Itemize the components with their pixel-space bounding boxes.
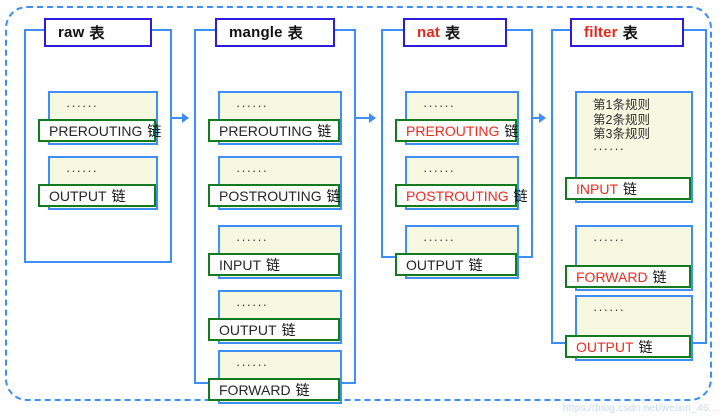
table-name-raw: raw bbox=[58, 24, 85, 41]
chain-name-suffix: 链 bbox=[326, 187, 341, 204]
chain-name-suffix: 链 bbox=[266, 256, 280, 273]
chain-name-suffix: 链 bbox=[468, 256, 483, 273]
ellipsis-dots: ······ bbox=[236, 98, 268, 113]
chain-name-suffix: 链 bbox=[513, 187, 528, 204]
chain-name-text: OUTPUT bbox=[49, 187, 107, 204]
chain-name-suffix: 链 bbox=[623, 180, 637, 197]
table-name-suffix-mangle: 表 bbox=[287, 25, 303, 42]
chain-name-suffix: 链 bbox=[295, 381, 310, 398]
connector-arrow-mangle-to-nat bbox=[356, 113, 376, 123]
connector-arrow-raw-to-mangle bbox=[172, 113, 189, 123]
chain-name-text: POSTROUTING bbox=[219, 187, 322, 204]
chain-name-text: INPUT bbox=[219, 256, 261, 273]
ellipsis-dots: ······ bbox=[66, 163, 98, 178]
chain-label-input: INPUT 链 bbox=[565, 177, 691, 200]
table-name-suffix-filter: 表 bbox=[622, 25, 638, 42]
chain-name-text: PREROUTING bbox=[219, 122, 313, 139]
chain-name-text: OUTPUT bbox=[406, 256, 464, 273]
chain-name-suffix: 链 bbox=[111, 187, 126, 204]
chain-name-text: FORWARD bbox=[576, 268, 648, 285]
table-name-mangle: mangle bbox=[229, 24, 283, 41]
ellipsis-dots: ······ bbox=[423, 163, 455, 178]
table-box-raw bbox=[24, 29, 172, 263]
chain-group-mangle-input: ······ INPUT 链 bbox=[208, 225, 342, 279]
ellipsis-dots: ······ bbox=[423, 98, 455, 113]
rule-line: 第1条规则 bbox=[593, 98, 650, 112]
outer-dashed-frame bbox=[5, 6, 712, 401]
table-name-suffix-raw: 表 bbox=[89, 25, 105, 42]
ellipsis-dots: ······ bbox=[423, 232, 455, 247]
rule-line: 第2条规则 bbox=[593, 112, 650, 127]
ellipsis-dots: ······ bbox=[593, 232, 625, 247]
table-name-filter: filter bbox=[584, 24, 618, 41]
watermark-text: https://blog.csdn.net/weixin_46... bbox=[562, 403, 718, 414]
chain-name-suffix: 链 bbox=[638, 338, 653, 355]
connector-arrow-nat-to-filter bbox=[533, 113, 546, 123]
chain-name-text: OUTPUT bbox=[219, 321, 277, 338]
chain-name-suffix: 链 bbox=[317, 122, 332, 139]
table-name-suffix-nat: 表 bbox=[445, 25, 461, 42]
chain-name-text: PREROUTING bbox=[406, 122, 500, 139]
chain-group-filter-input: 第1条规则第2条规则第3条规则······ INPUT 链 bbox=[565, 91, 693, 203]
ellipsis-dots: ······ bbox=[593, 302, 625, 317]
chain-name-text: FORWARD bbox=[219, 381, 291, 398]
ellipsis-dots: ······ bbox=[593, 140, 625, 156]
ellipsis-dots: ······ bbox=[66, 98, 98, 113]
ellipsis-dots: ······ bbox=[236, 357, 268, 372]
rule-line: 第3条规则 bbox=[593, 127, 650, 141]
chain-name-suffix: 链 bbox=[281, 321, 296, 338]
chain-name-suffix: 链 bbox=[147, 122, 162, 139]
rule-list: 第1条规则第2条规则第3条规则 bbox=[593, 98, 650, 142]
chain-name-suffix: 链 bbox=[504, 122, 519, 139]
chain-name-suffix: 链 bbox=[652, 268, 667, 285]
chain-label-input: INPUT 链 bbox=[208, 253, 340, 276]
ellipsis-dots: ······ bbox=[236, 163, 268, 178]
ellipsis-dots: ······ bbox=[236, 232, 268, 247]
chain-name-text: OUTPUT bbox=[576, 338, 634, 355]
chain-name-text: PREROUTING bbox=[49, 122, 143, 139]
table-name-nat: nat bbox=[417, 24, 441, 41]
ellipsis-dots: ······ bbox=[236, 297, 268, 312]
chain-name-text: POSTROUTING bbox=[406, 187, 509, 204]
chain-name-text: INPUT bbox=[576, 180, 618, 197]
